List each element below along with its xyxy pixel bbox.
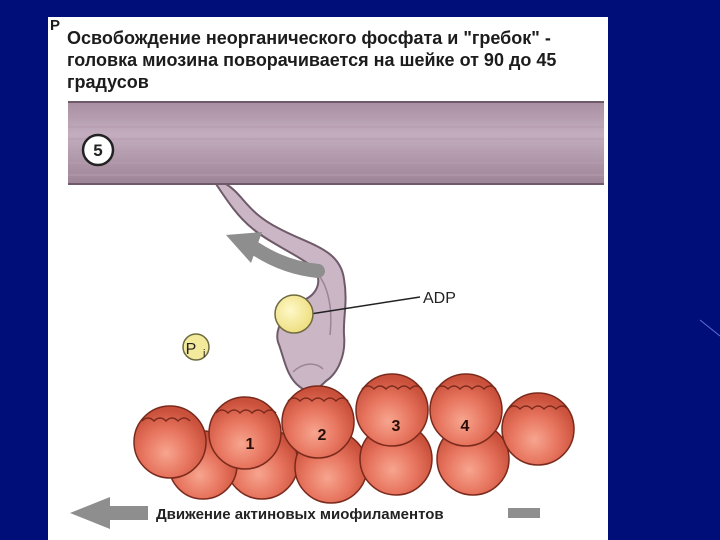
actin-label-3: 3 <box>392 418 401 435</box>
diagram-panel: Р Освобождение неорганического фосфата и… <box>48 17 608 540</box>
myosin-head <box>216 184 346 391</box>
phosphate-molecule: P i <box>183 334 209 360</box>
phosphate-letter: P <box>186 341 197 358</box>
adp-label: ADP <box>423 290 456 307</box>
actin-filament: 1 2 3 4 <box>134 374 574 503</box>
movement-arrow-tail <box>508 508 540 518</box>
actin-label-4: 4 <box>461 418 470 435</box>
adp-molecule <box>275 295 420 333</box>
background-streak <box>700 320 720 336</box>
phosphate-subscript: i <box>203 348 205 360</box>
myosin-actin-diagram: 5 ADP P i <box>48 17 608 540</box>
movement-arrow-icon <box>70 497 148 529</box>
actin-label-2: 2 <box>318 427 327 444</box>
actin-label-1: 1 <box>246 436 255 453</box>
thick-filament <box>68 102 604 184</box>
step-number: 5 <box>93 141 102 160</box>
movement-label: Движение актиновых миофиламентов <box>156 506 444 523</box>
step-number-badge: 5 <box>83 135 113 165</box>
